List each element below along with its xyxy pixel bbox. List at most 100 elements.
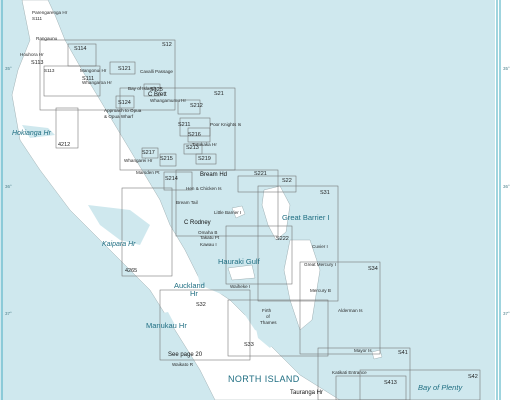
label-hen-chicken: Hen & Chicken Is	[186, 186, 222, 191]
label-firth-of: of	[266, 314, 271, 319]
chart-label-S22: S22	[282, 178, 292, 184]
label-auckland: Auckland	[174, 281, 205, 290]
chart-box-S121[interactable]	[109, 61, 136, 75]
label-rangaunu: Rangaunu	[36, 36, 58, 41]
label-parengarenga: Parengarenga Hr	[32, 10, 68, 15]
chart-box-S211[interactable]	[179, 117, 211, 137]
graticule-right-35: 35°	[503, 66, 510, 71]
chart-box-S34[interactable]	[299, 261, 381, 355]
label-s111-top: S111	[32, 16, 42, 21]
label-mayor: Mayor Is	[354, 348, 372, 353]
chart-box-4265[interactable]	[121, 187, 173, 277]
land-waiheke	[227, 264, 256, 281]
chart-label-S31: S31	[320, 190, 330, 196]
graticule-left-37: 37°	[5, 311, 12, 316]
chart-label-S41: S41	[398, 350, 408, 356]
graticule-left-36: 36°	[5, 184, 12, 189]
label-hokianga: Hokianga Hr	[12, 130, 52, 137]
place-labels: Parengarenga Hr S111 Rangaunu Houhora Hr…	[12, 10, 463, 396]
label-opua-wharf: & Opua Wharf	[104, 114, 134, 119]
label-takatu: Takatu Pt	[200, 235, 220, 240]
label-auckland-hr: Hr	[190, 289, 198, 298]
chart-box-S215[interactable]	[159, 153, 177, 167]
chart-label-S212: S212	[190, 103, 203, 109]
chart-box-S219[interactable]	[195, 153, 217, 165]
chart-box-S32[interactable]	[159, 289, 251, 361]
chart-label-S413: S413	[384, 380, 397, 386]
graticule-right-37: 37°	[503, 311, 510, 316]
chart-label-S222: S222	[276, 236, 289, 242]
label-opua: Approach to Opua	[104, 108, 142, 113]
chart-box-S42[interactable]	[359, 369, 481, 400]
chart-box-S125[interactable]	[143, 83, 161, 97]
chart-label-S125: S125	[150, 87, 163, 93]
chart-label-S221: S221	[254, 171, 267, 177]
chart-box-S413[interactable]	[335, 375, 407, 400]
chart-box-S217[interactable]	[141, 147, 159, 159]
land-mayor	[371, 349, 383, 360]
chart-box-S212[interactable]	[177, 99, 201, 115]
label-whangarei: Whangarei Hr	[124, 158, 153, 163]
label-thames: Thames	[260, 320, 277, 325]
chart-label-4212: 4212	[58, 142, 70, 148]
chart-label-S42: S42	[468, 374, 478, 380]
label-bream-hd: Bream Hd	[200, 172, 227, 178]
chart-label-S114: S114	[74, 46, 86, 52]
label-alderman: Alderman Is	[338, 308, 363, 313]
label-firth: Firth	[262, 308, 272, 313]
chart-box-S113[interactable]	[43, 65, 101, 97]
label-tauranga: Tauranga Hr	[290, 390, 323, 396]
chart-index-boxes	[39, 39, 481, 400]
label-bay-of-plenty: Bay of Plenty	[418, 383, 463, 392]
chart-box-S221[interactable]	[175, 169, 279, 237]
label-little-barrier: Little Barrier I	[214, 210, 241, 215]
chart-box-S33[interactable]	[227, 299, 329, 357]
label-brett: C Brett	[148, 92, 167, 98]
chart-box-S214[interactable]	[163, 171, 193, 191]
chart-index-labels: S12 S21 S22 S221 S222 S31 S34 S41 S413 S…	[31, 42, 478, 386]
chart-label-S219: S219	[198, 156, 211, 162]
label-rodney: C Rodney	[184, 220, 211, 226]
chart-box-S216[interactable]	[187, 127, 211, 143]
chart-box-S222[interactable]	[225, 225, 293, 285]
chart-box-S213[interactable]	[183, 143, 203, 155]
chart-label-S215: S215	[160, 156, 173, 162]
label-bream-tail: Bream Tail	[176, 200, 198, 205]
label-waikato: Waikato R	[172, 362, 194, 367]
label-north-island: NORTH ISLAND	[228, 374, 300, 384]
chart-box-S12[interactable]	[39, 39, 176, 111]
label-s113: S113	[44, 68, 55, 73]
label-whangamumu: Whangamumu Hr	[150, 98, 186, 103]
chart-box-S124[interactable]	[115, 95, 135, 109]
land-great-barrier	[261, 185, 291, 241]
land-little-barrier	[231, 205, 246, 219]
label-cavalli: Cavalli Passage	[140, 69, 173, 74]
chart-label-S124: S124	[118, 100, 131, 106]
label-mangonui: Mangonui Hr	[80, 68, 107, 73]
sea-manukau	[130, 312, 175, 335]
sea-whangarei	[150, 160, 178, 178]
label-whangaroa: Whangaroa Hr	[82, 80, 112, 85]
sea-firth	[250, 298, 285, 348]
label-bay-of-islands: Bay of Islands	[128, 86, 158, 91]
land-coromandel	[283, 239, 321, 331]
label-waiheke: Waiheke I	[230, 284, 250, 289]
chart-label-S216: S216	[188, 132, 201, 138]
chart-box-S31[interactable]	[257, 185, 339, 302]
chart-box-S22[interactable]	[237, 175, 297, 193]
chart-label-S121: S121	[118, 66, 131, 72]
label-mercury-b: Mercury B	[310, 288, 331, 293]
chart-label-S34: S34	[368, 266, 378, 272]
label-houhora: Houhora Hr	[20, 52, 44, 57]
label-marsden: Marsden Pt	[136, 170, 160, 175]
chart-box-S41[interactable]	[317, 347, 411, 400]
label-kawau: Kawau I	[200, 242, 217, 247]
chart-label-S111: S111	[82, 76, 94, 82]
chart-box-4212[interactable]	[55, 107, 79, 149]
chart-label-4265: 4265	[125, 268, 137, 274]
label-hauraki: Hauraki Gulf	[218, 257, 261, 266]
chart-label-S32: S32	[196, 302, 206, 308]
graticule-left-35: 35°	[5, 66, 12, 71]
graticule-right-36: 36°	[503, 184, 510, 189]
